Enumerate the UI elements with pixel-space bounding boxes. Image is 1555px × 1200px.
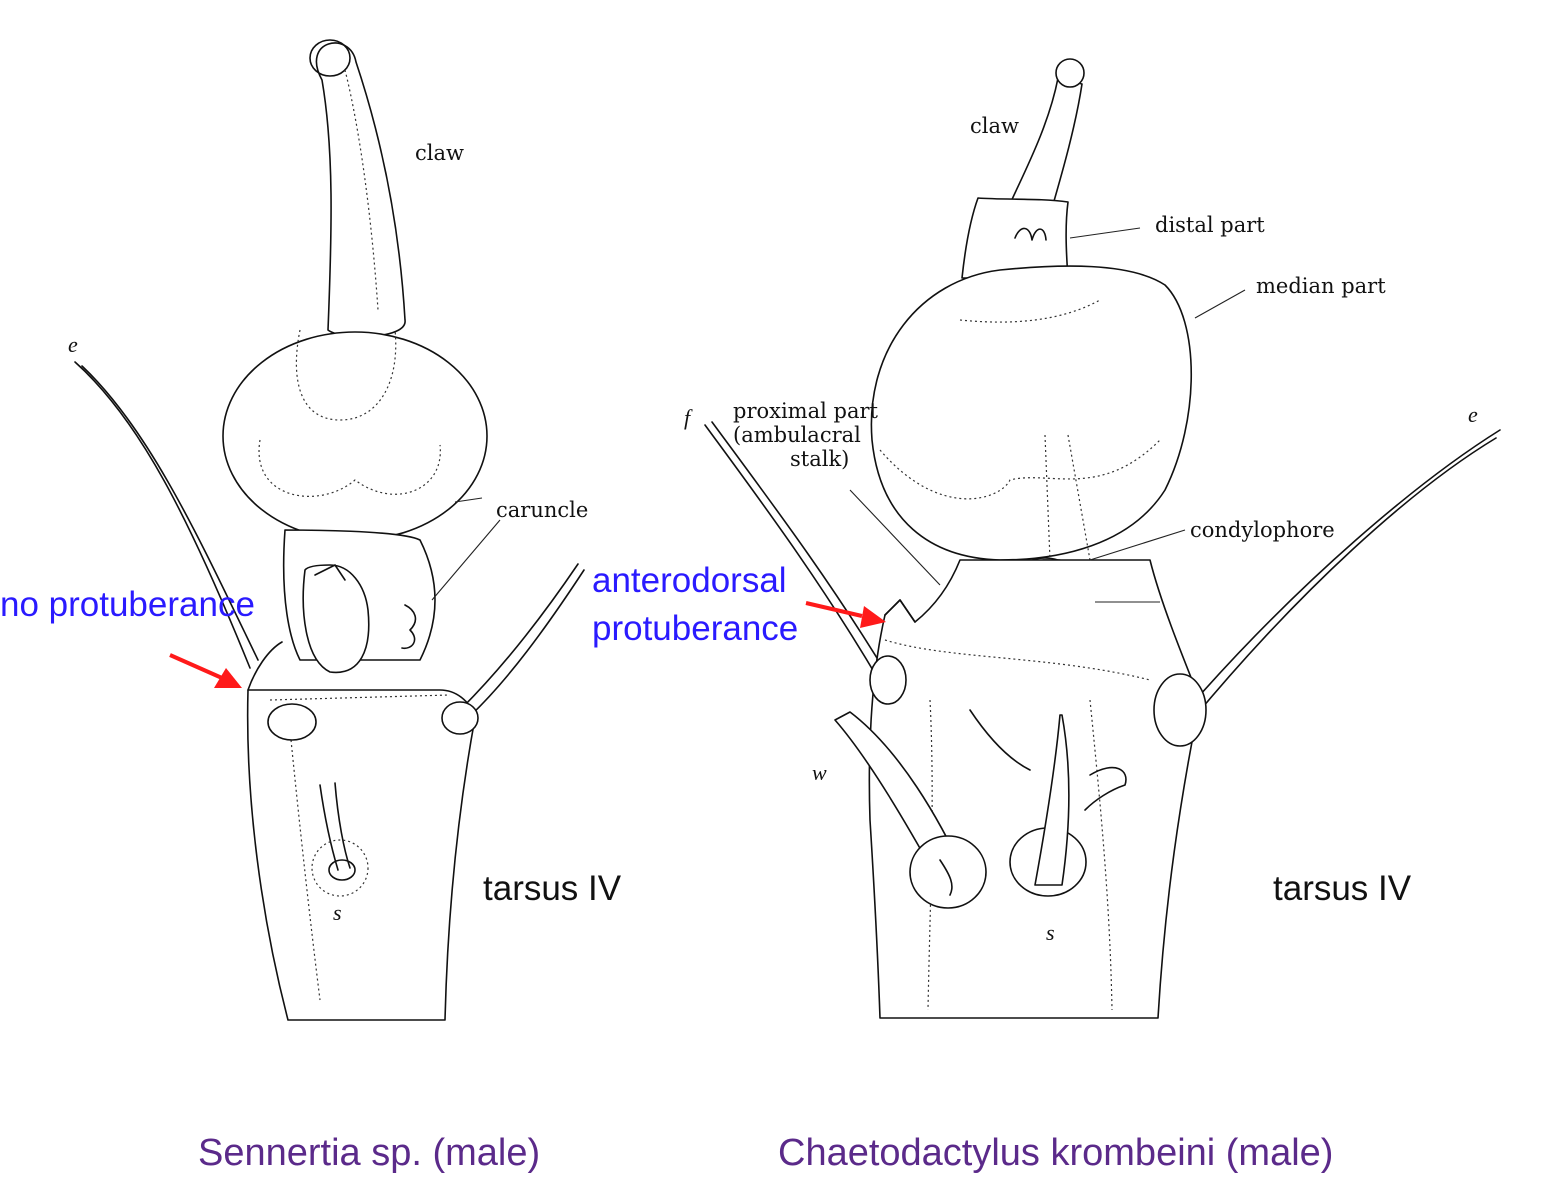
right-tarsus-joint [884,639,1151,681]
left-socket-2 [441,701,479,735]
leader-caruncle-2 [431,519,501,601]
right-distal-notch [1014,227,1047,241]
left-seta-s-socket [311,839,369,897]
left-seta-s-base [328,859,356,881]
arrow-no-protuberance-head [214,668,242,688]
right-stalk-lines [1044,434,1091,561]
label-right-claw: claw [970,114,1019,138]
right-tarsus-inner2 [1089,699,1113,1011]
caption-right: Chaetodactylus krombeini (male) [778,1132,1333,1174]
leader-distal [1069,227,1141,239]
label-left-s: s [333,900,342,925]
left-tarsus-joint [269,694,451,701]
arrow-no-protuberance [169,653,223,680]
label-left-e: e [68,332,78,357]
right-protuberance [884,599,916,623]
label-distal: distal part [1155,213,1265,237]
right-drawing [704,58,1501,1019]
annotation-anterodorsal: anterodorsal [592,561,787,600]
label-caruncle: caruncle [496,498,588,522]
right-claw-tip [1055,58,1085,88]
label-proximal-1: proximal part [733,399,879,423]
label-proximal-3: stalk) [790,447,849,471]
arrow-protuberance [805,601,863,618]
right-inner-curve [1084,766,1127,811]
label-left-claw: claw [415,141,464,165]
label-right-w: w [812,760,827,785]
left-seta-e [74,361,259,669]
right-socket-f [869,655,907,705]
label-right-f: f [684,405,693,430]
annotation-protuberance: protuberance [592,609,798,648]
label-condylophore: condylophore [1190,518,1335,542]
right-seta-f [704,421,889,683]
left-seta-right [461,563,585,717]
right-claw [1004,77,1083,216]
left-stalk-wave [401,604,417,650]
label-median: median part [1256,274,1386,298]
arrow-protuberance-head [860,606,886,628]
annotation-no-protuberance: no protuberance [0,585,255,624]
leader-median [1194,289,1246,319]
right-seta-s [1034,714,1070,886]
left-stalk-lobe [302,564,370,674]
caption-left: Sennertia sp. (male) [198,1132,540,1174]
left-drawing [74,39,585,1021]
label-right-e: e [1468,402,1478,427]
leader-caruncle-1 [454,497,483,503]
right-median-inner2 [879,439,1161,500]
right-inner-line [969,709,1031,771]
right-seta-e [1184,429,1501,721]
left-caruncle [222,331,488,541]
left-socket-1 [267,703,317,741]
label-right-tarsus: tarsus IV [1273,869,1412,908]
left-tarsus-inner [289,729,321,1001]
leader-proximal [849,489,941,586]
right-socket-e [1153,673,1207,747]
label-right-s: s [1046,920,1055,945]
label-left-tarsus: tarsus IV [483,869,622,908]
left-claw-inner [344,69,379,311]
label-proximal-2: (ambulacral [733,423,861,447]
leader-condylophore [1089,529,1186,561]
left-tarsus-edge [247,641,283,691]
left-claw [315,42,406,338]
left-claw-tip [309,39,351,77]
left-tarsus [246,689,476,1021]
left-stalk-cap [314,564,346,581]
right-median [870,265,1193,561]
left-caruncle-inner2 [258,439,441,497]
right-seta-w-base [939,859,953,896]
left-seta-s [319,782,351,871]
